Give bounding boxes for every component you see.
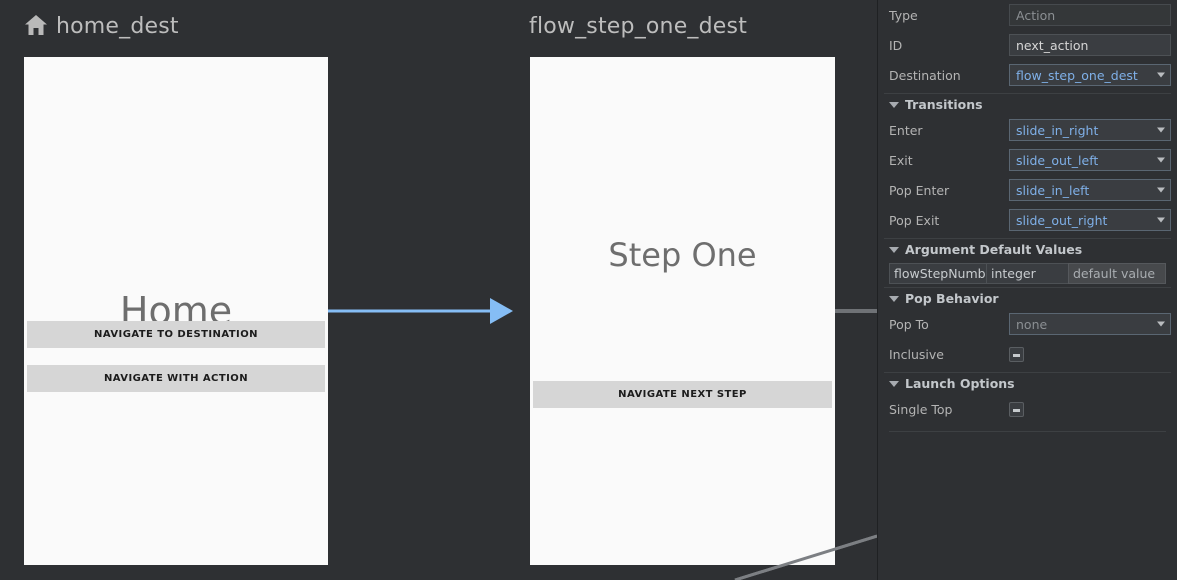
label-exit: Exit <box>889 152 913 168</box>
inclusive-checkbox[interactable] <box>1009 346 1024 362</box>
destination-preview-flow-step-one[interactable]: Step One NAVIGATE NEXT STEP <box>530 57 835 565</box>
pop-enter-transition-value: slide_in_left <box>1016 182 1090 198</box>
triangle-down-icon <box>889 246 899 253</box>
action-properties-panel[interactable]: Type Action ID next_action Destination f… <box>877 0 1177 580</box>
row-pop-enter: Pop Enter slide_in_left <box>884 175 1171 205</box>
preview-button-navigate-next-step[interactable]: NAVIGATE NEXT STEP <box>533 381 832 408</box>
triangle-down-icon <box>889 101 899 108</box>
preview-button-navigate-with-action[interactable]: NAVIGATE WITH ACTION <box>27 365 325 392</box>
label-pop-to: Pop To <box>889 316 929 332</box>
enter-transition-select[interactable]: slide_in_right <box>1009 119 1171 141</box>
id-input[interactable]: next_action <box>1009 34 1171 56</box>
label-enter: Enter <box>889 122 923 138</box>
preview-screen-label-step-one: Step One <box>608 236 757 274</box>
chevron-down-icon <box>1157 321 1165 327</box>
pop-enter-transition-select[interactable]: slide_in_left <box>1009 179 1171 201</box>
exit-transition-value: slide_out_left <box>1016 152 1099 168</box>
section-title-argument-default-values: Argument Default Values <box>905 242 1083 257</box>
preview-button-navigate-to-destination[interactable]: NAVIGATE TO DESTINATION <box>27 321 325 348</box>
pop-to-value: none <box>1016 316 1048 332</box>
section-pop-behavior[interactable]: Pop Behavior <box>884 287 1171 309</box>
chevron-down-icon <box>1157 157 1165 163</box>
chevron-down-icon <box>1157 187 1165 193</box>
label-inclusive: Inclusive <box>889 346 944 362</box>
destination-title-flow-step-one: flow_step_one_dest <box>529 14 748 39</box>
panel-bottom-divider <box>889 431 1166 432</box>
row-id: ID next_action <box>884 30 1171 60</box>
exit-transition-select[interactable]: slide_out_left <box>1009 149 1171 171</box>
row-enter: Enter slide_in_right <box>884 115 1171 145</box>
row-single-top: Single Top <box>884 394 1171 424</box>
row-pop-exit: Pop Exit slide_out_right <box>884 205 1171 235</box>
argument-default-value-cell[interactable]: default value <box>1068 263 1166 284</box>
destination-preview-home[interactable]: Home NAVIGATE TO DESTINATION NAVIGATE WI… <box>24 57 328 565</box>
label-pop-exit: Pop Exit <box>889 212 940 228</box>
chevron-down-icon <box>1157 72 1165 78</box>
row-exit: Exit slide_out_left <box>884 145 1171 175</box>
destination-title-home: home_dest <box>56 14 179 39</box>
section-transitions[interactable]: Transitions <box>884 93 1171 115</box>
row-type: Type Action <box>884 0 1171 30</box>
argument-row[interactable]: flowStepNumbe integer default value <box>889 263 1166 284</box>
label-single-top: Single Top <box>889 401 953 417</box>
label-id: ID <box>889 37 903 53</box>
section-launch-options[interactable]: Launch Options <box>884 372 1171 394</box>
chevron-down-icon <box>1157 127 1165 133</box>
navigation-graph-canvas[interactable]: home_dest Home NAVIGATE TO DESTINATION N… <box>0 0 877 580</box>
section-title-pop-behavior: Pop Behavior <box>905 291 999 306</box>
type-field[interactable]: Action <box>1009 4 1171 26</box>
triangle-down-icon <box>889 380 899 387</box>
home-icon <box>25 15 47 35</box>
pop-exit-transition-value: slide_out_right <box>1016 212 1108 228</box>
row-pop-to: Pop To none <box>884 309 1171 339</box>
pop-exit-transition-select[interactable]: slide_out_right <box>1009 209 1171 231</box>
label-type: Type <box>889 7 918 23</box>
pop-to-select[interactable]: none <box>1009 313 1171 335</box>
section-title-launch-options: Launch Options <box>905 376 1015 391</box>
argument-name-cell[interactable]: flowStepNumbe <box>889 263 986 284</box>
selected-action-edge[interactable] <box>328 298 513 324</box>
label-destination: Destination <box>889 67 961 83</box>
argument-type-cell[interactable]: integer <box>986 263 1068 284</box>
chevron-down-icon <box>1157 217 1165 223</box>
label-pop-enter: Pop Enter <box>889 182 950 198</box>
section-argument-default-values[interactable]: Argument Default Values <box>884 238 1171 260</box>
enter-transition-value: slide_in_right <box>1016 122 1099 138</box>
single-top-checkbox[interactable] <box>1009 401 1024 417</box>
row-inclusive: Inclusive <box>884 339 1171 369</box>
section-title-transitions: Transitions <box>905 97 983 112</box>
destination-select[interactable]: flow_step_one_dest <box>1009 64 1171 86</box>
row-destination: Destination flow_step_one_dest <box>884 60 1171 90</box>
destination-select-value: flow_step_one_dest <box>1016 67 1138 83</box>
triangle-down-icon <box>889 295 899 302</box>
